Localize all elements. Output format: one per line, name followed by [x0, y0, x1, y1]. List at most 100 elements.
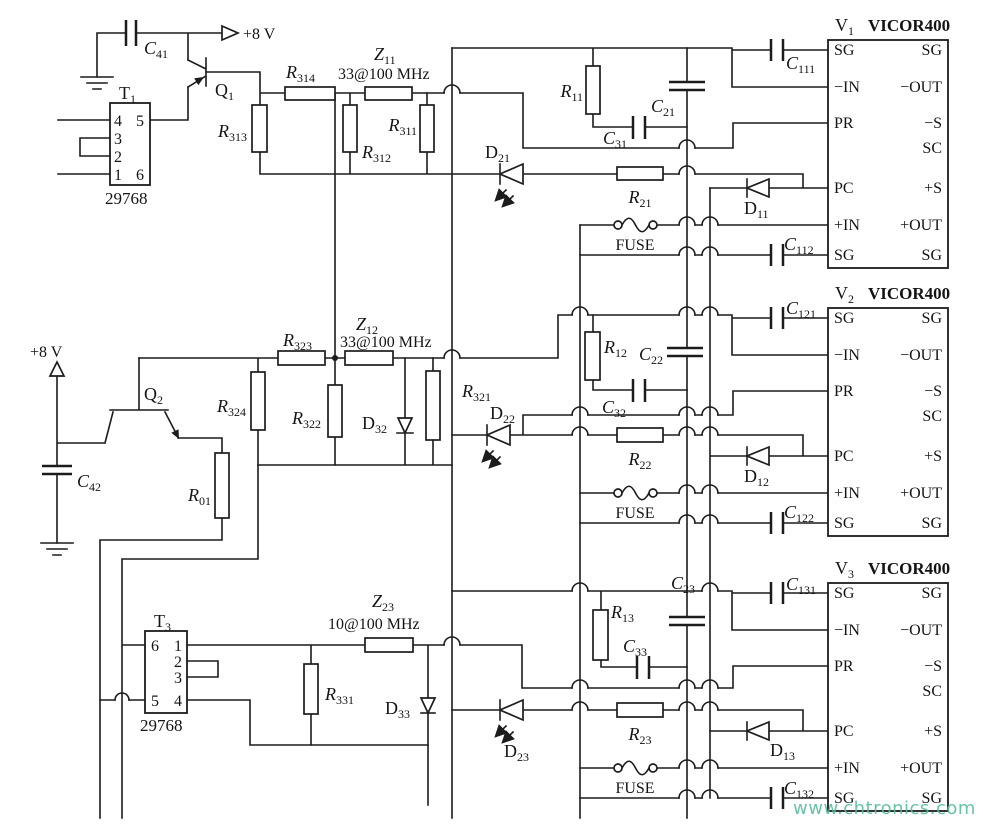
- v2-pin-pos-s: +S: [924, 448, 942, 465]
- wires-channel2: [56, 306, 829, 819]
- t1-pin2: 2: [114, 149, 122, 166]
- v1-pin-pos-in: +IN: [834, 217, 860, 234]
- v2-pin-pos-out: +OUT: [900, 485, 942, 502]
- v2-pin-pos-in: +IN: [834, 485, 860, 502]
- label-d33: D33: [385, 698, 410, 721]
- resistor-r23: [616, 702, 664, 718]
- led-d23: [494, 698, 524, 744]
- label-r01: R01: [187, 485, 211, 508]
- t1-pin6: 6: [136, 167, 144, 184]
- capacitors: [42, 20, 785, 809]
- module-v2-ref: V2: [835, 283, 854, 306]
- label-r314: R314: [285, 62, 315, 85]
- v2-pin-neg-s: −S: [924, 383, 942, 400]
- label-z23-value: 10@100 MHz: [328, 616, 420, 633]
- ground-symbol-2: [40, 542, 74, 556]
- label-r322: R322: [291, 408, 321, 431]
- label-power-1: +8 V: [243, 26, 276, 43]
- label-c32: C32: [602, 397, 626, 420]
- resistor-r322: [327, 384, 343, 438]
- label-c112: C112: [784, 234, 814, 257]
- label-d23: D23: [504, 741, 529, 764]
- t3-pin5: 5: [151, 693, 159, 710]
- module-v3-ref: V3: [835, 558, 854, 581]
- v2-pin-sg-top: SG: [834, 310, 855, 327]
- label-c41: C41: [144, 38, 168, 61]
- label-r311: R311: [387, 115, 417, 138]
- label-t3-part: 29768: [140, 716, 183, 735]
- resistors: [214, 65, 664, 718]
- module-v2: V2 VICOR400 SG −IN PR PC +IN SG SG −OUT …: [827, 283, 950, 537]
- label-c23: C23: [671, 573, 695, 596]
- v3-pin-sg-top-r: SG: [922, 585, 943, 602]
- v1-pin-pr: PR: [834, 115, 854, 132]
- wires-buses: [451, 47, 711, 819]
- resistor-r22: [616, 427, 664, 443]
- v2-pin-sg-top-r: SG: [922, 310, 943, 327]
- capacitor-c111: [769, 39, 785, 61]
- label-r13: R13: [610, 602, 634, 625]
- capacitor-c121: [769, 307, 785, 329]
- label-t1: T1: [119, 83, 136, 106]
- wires-channel1: [57, 32, 829, 359]
- junction-dot: [332, 355, 338, 361]
- label-d12: D12: [744, 466, 769, 489]
- v2-pin-sg-bottom-r: SG: [922, 515, 943, 532]
- led-d22: [481, 423, 511, 469]
- label-r11: R11: [559, 81, 583, 104]
- v3-pin-pos-s: +S: [924, 723, 942, 740]
- label-r22: R22: [628, 449, 652, 472]
- v2-pin-pc: PC: [834, 448, 854, 465]
- v2-pin-sc: SC: [922, 408, 942, 425]
- v3-pin-sg-bottom: SG: [834, 790, 855, 807]
- label-t1-part: 29768: [105, 189, 148, 208]
- label-power-2: +8 V: [30, 344, 63, 361]
- resistor-r312: [342, 104, 358, 153]
- filter-z11: [364, 86, 413, 101]
- resistor-r12: [584, 331, 601, 381]
- label-c122: C122: [784, 502, 814, 525]
- label-d32: D32: [362, 413, 387, 436]
- v3-pin-sg-bottom-r: SG: [922, 790, 943, 807]
- t1-pin3: 3: [114, 131, 122, 148]
- watermark: www.chtronics.com: [793, 798, 976, 819]
- v3-pin-sg-top: SG: [834, 585, 855, 602]
- v1-pin-neg-out: −OUT: [900, 79, 942, 96]
- module-v1-ref: V1: [835, 15, 854, 38]
- resistor-r321: [425, 370, 441, 441]
- v1-pin-neg-in: −IN: [834, 79, 860, 96]
- label-z11: Z11: [374, 44, 396, 67]
- diode-d12: [744, 445, 770, 467]
- t3-pin2: 2: [174, 654, 182, 671]
- resistor-r313: [251, 104, 268, 153]
- capacitor-c131: [769, 582, 785, 604]
- v1-pin-sg-bottom: SG: [834, 247, 855, 264]
- label-c131: C131: [786, 574, 816, 597]
- resistor-r01: [214, 452, 230, 519]
- v3-pin-neg-out: −OUT: [900, 622, 942, 639]
- diode-d11: [744, 177, 770, 199]
- v3-pin-pr: PR: [834, 658, 854, 675]
- v1-pin-neg-s: −S: [924, 115, 942, 132]
- filter-z23: [364, 637, 414, 653]
- v2-pin-pr: PR: [834, 383, 854, 400]
- resistor-r324: [250, 371, 266, 431]
- t3-pin6: 6: [151, 638, 159, 655]
- v3-pin-neg-in: −IN: [834, 622, 860, 639]
- diode-d13: [744, 720, 770, 742]
- label-q2: Q2: [144, 384, 163, 407]
- label-c31: C31: [603, 128, 627, 151]
- label-fuse-1: FUSE: [615, 237, 654, 254]
- v1-pin-sg-bottom-r: SG: [922, 247, 943, 264]
- label-c21: C21: [651, 96, 675, 119]
- label-r23: R23: [628, 724, 652, 747]
- t3-pin4: 4: [174, 693, 182, 710]
- capacitor-c42: [42, 464, 72, 476]
- v3-pin-pc: PC: [834, 723, 854, 740]
- v2-pin-sg-bottom: SG: [834, 515, 855, 532]
- resistor-r13: [592, 609, 609, 661]
- capacitor-c23: [669, 615, 705, 627]
- v1-pin-sc: SC: [922, 140, 942, 157]
